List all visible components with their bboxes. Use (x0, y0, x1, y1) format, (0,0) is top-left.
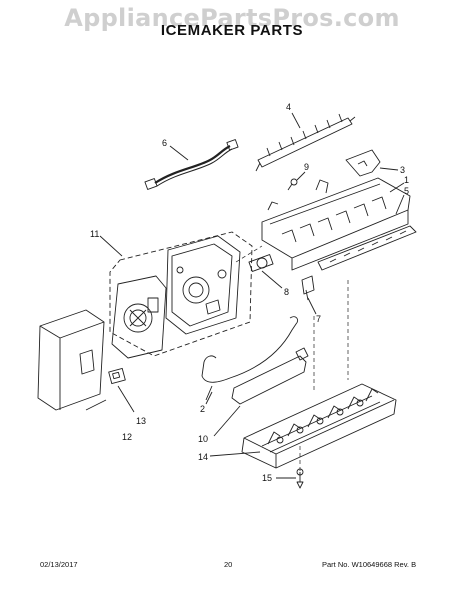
leader-9 (296, 171, 306, 181)
part-14-tray (241, 383, 397, 469)
leader-3 (379, 167, 399, 171)
footer-part-number: Part No. W10649668 Rev. B (322, 560, 417, 569)
callout-6: 6 (162, 138, 167, 148)
callout-14: 14 (198, 452, 208, 462)
guide-lines (235, 245, 349, 472)
part-2-arm (201, 316, 299, 401)
callout-8: 8 (284, 287, 289, 297)
callout-1: 1 (404, 175, 409, 185)
footer-date: 02/13/2017 (40, 560, 78, 569)
leader-12 (85, 399, 107, 411)
part-5-fill-cup (317, 225, 417, 271)
part-12-cover (37, 309, 105, 411)
callout-11: 11 (90, 229, 99, 239)
callout-3: 3 (400, 165, 405, 175)
footer-page-number: 20 (224, 560, 233, 569)
leader-14 (209, 451, 261, 457)
leader-13 (117, 385, 135, 413)
leader-2 (205, 391, 213, 405)
watermark: AppliancePartsPros.com (64, 4, 400, 32)
callout-4: 4 (286, 102, 291, 112)
part-10-bracket (231, 347, 309, 405)
leader-8 (261, 270, 283, 289)
part-3-bracket (345, 149, 381, 177)
part-1-mold (261, 177, 411, 271)
part-7-clip (301, 275, 315, 301)
part-4-ejector (255, 113, 356, 172)
leader-10 (213, 405, 241, 437)
part-11-housing-outline (109, 231, 253, 357)
page-title: ICEMAKER PARTS (160, 22, 304, 39)
leader-11 (99, 235, 123, 257)
callout-13: 13 (136, 416, 146, 426)
motor-module (111, 275, 167, 359)
part-15-screw (296, 468, 304, 489)
leader-5 (395, 194, 405, 215)
callout-12: 12 (122, 432, 132, 442)
callout-2: 2 (200, 404, 205, 414)
part-13-switch (108, 367, 126, 385)
part-6-harness (144, 139, 239, 190)
part-8-sensor (248, 254, 274, 272)
control-housing (165, 235, 241, 335)
leader-7 (307, 297, 317, 315)
callout-5: 5 (404, 186, 409, 196)
callout-7: 7 (316, 314, 321, 324)
callout-9: 9 (304, 162, 309, 172)
leader-4 (291, 112, 301, 129)
callout-10: 10 (198, 434, 208, 444)
leader-1 (389, 182, 405, 193)
callout-15: 15 (262, 473, 272, 483)
part-9-screw (287, 178, 298, 191)
leader-6 (169, 145, 189, 161)
